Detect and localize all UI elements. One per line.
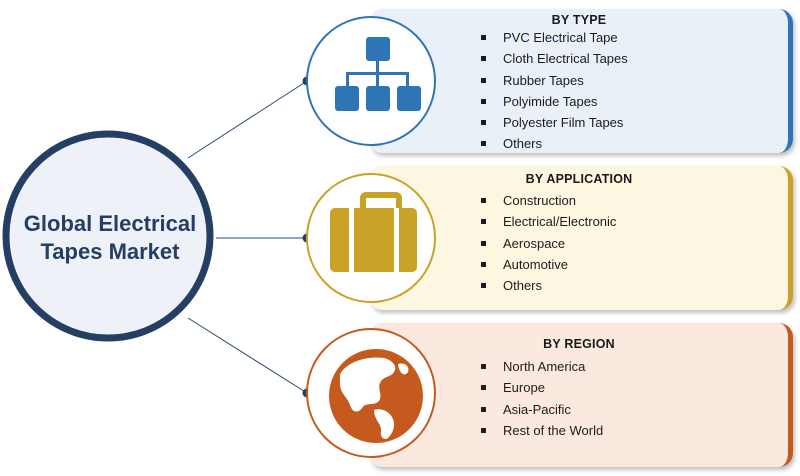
- list-item-text: PVC Electrical Tape: [503, 30, 618, 45]
- bullet-icon: [481, 141, 486, 147]
- list-item-type-2: Rubber Tapes: [477, 70, 628, 91]
- list-item-type-5: Others: [477, 133, 628, 154]
- panel-title-by-type: BY TYPE: [551, 13, 607, 27]
- hub-title-line2: Tapes Market: [40, 239, 180, 264]
- list-item-text: Automotive: [503, 256, 569, 272]
- bullet-icon: [481, 77, 486, 83]
- connector-line-region: [187, 317, 308, 394]
- bullet-icon: [481, 364, 486, 369]
- bullet-icon: [481, 219, 486, 225]
- list-item-region-1: Europe: [477, 377, 603, 398]
- list-item-text: Cloth Electrical Tapes: [503, 51, 628, 67]
- list-item-text: North America: [503, 359, 586, 374]
- list-item-text: Others: [503, 136, 543, 152]
- list-item-text: Europe: [503, 380, 545, 396]
- bullet-icon: [481, 120, 486, 126]
- bullet-icon: [481, 240, 486, 246]
- bullet-icon: [481, 98, 486, 104]
- bullet-icon: [481, 261, 486, 267]
- list-item-application-1: Electrical/Electronic: [477, 211, 616, 232]
- list-item-application-0: Construction: [477, 190, 616, 211]
- list-item-text: Rest of the World: [503, 422, 604, 438]
- list-item-region-2: Asia-Pacific: [477, 399, 603, 420]
- list-item-text: Asia-Pacific: [503, 401, 571, 417]
- list-item-region-0: North America: [477, 356, 603, 377]
- bullet-icon: [481, 283, 486, 289]
- list-item-text: Rubber Tapes: [503, 72, 584, 88]
- list-item-region-3: Rest of the World: [477, 420, 603, 441]
- bullet-icon: [481, 427, 486, 433]
- list-item-text: Polyester Film Tapes: [503, 115, 624, 131]
- connector-line-type: [187, 80, 308, 159]
- panel-title-by-application: BY APPLICATION: [525, 172, 633, 186]
- bullet-icon: [481, 406, 486, 412]
- bullet-icon: [481, 35, 486, 40]
- list-item-application-4: Others: [477, 275, 616, 296]
- connector-dot-application: [302, 233, 312, 243]
- list-item-type-0: PVC Electrical Tape: [477, 27, 628, 48]
- list-item-type-4: Polyester Film Tapes: [477, 112, 628, 133]
- list-item-text: Polyimide Tapes: [503, 93, 598, 109]
- bullet-icon: [481, 198, 486, 203]
- list-item-text: Construction: [503, 193, 576, 208]
- bullet-icon: [481, 385, 486, 391]
- connector-dot-region: [302, 388, 312, 398]
- list-item-text: Aerospace: [503, 235, 566, 251]
- list-item-type-1: Cloth Electrical Tapes: [477, 48, 628, 69]
- list-item-application-3: Automotive: [477, 254, 616, 275]
- connector-dot-type: [302, 76, 312, 86]
- list-item-text: Others: [503, 278, 543, 294]
- list-item-text: Electrical/Electronic: [503, 214, 617, 230]
- list-item-type-3: Polyimide Tapes: [477, 91, 628, 112]
- bullet-icon: [481, 56, 486, 62]
- panel-title-by-region: BY REGION: [543, 337, 615, 351]
- hub-title-line1: Global Electrical: [23, 211, 197, 236]
- list-item-application-2: Aerospace: [477, 233, 616, 254]
